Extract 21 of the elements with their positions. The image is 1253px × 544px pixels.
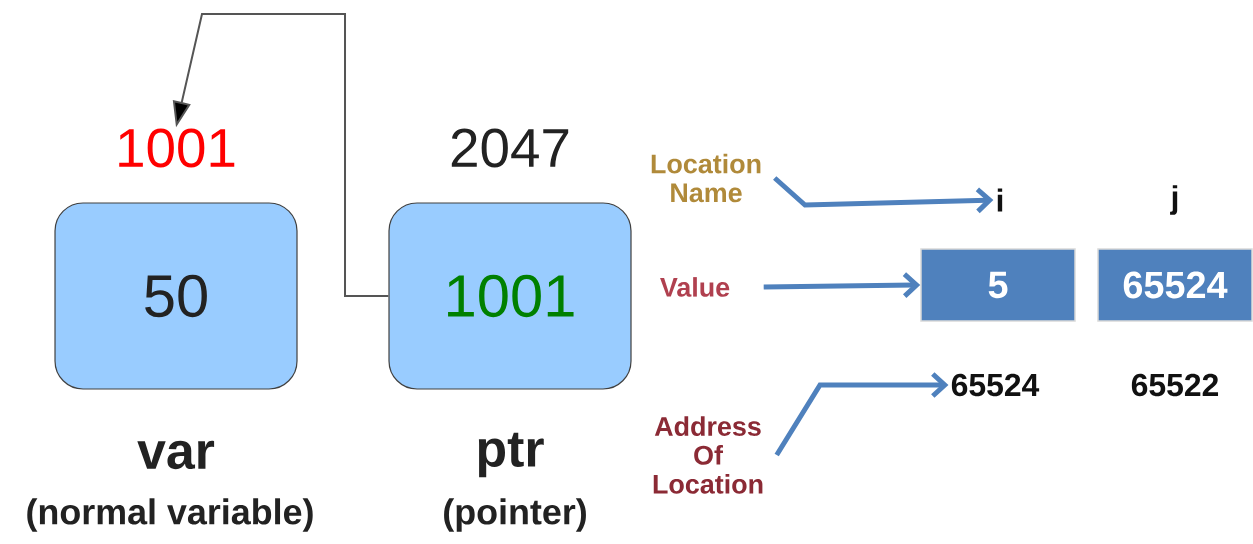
variable-description: (normal variable) (27, 498, 313, 532)
arrow (773, 176, 994, 214)
term-label: Address Of Location (653, 416, 763, 494)
term-label: Location Name (651, 153, 761, 203)
value-cell: 65524 (1097, 248, 1253, 322)
variable-box: 50 (54, 202, 298, 390)
value-cell: 5 (920, 248, 1076, 322)
address-label: 1001 (119, 128, 235, 168)
variable-name: j (1170, 185, 1178, 215)
address-label: 2047 (451, 128, 569, 168)
variable-description: (pointer) (444, 498, 586, 532)
variable-box: 1001 (388, 202, 632, 390)
variable-name: var (137, 440, 215, 470)
address-value: 65524 (951, 373, 1040, 397)
address-value: 65522 (1131, 373, 1219, 397)
arrow (763, 272, 921, 298)
variable-name: ptr (478, 432, 544, 478)
arrow (172, 13, 390, 297)
arrow (774, 372, 949, 457)
term-label: Value (660, 277, 730, 297)
cell-name: i (997, 188, 1003, 212)
